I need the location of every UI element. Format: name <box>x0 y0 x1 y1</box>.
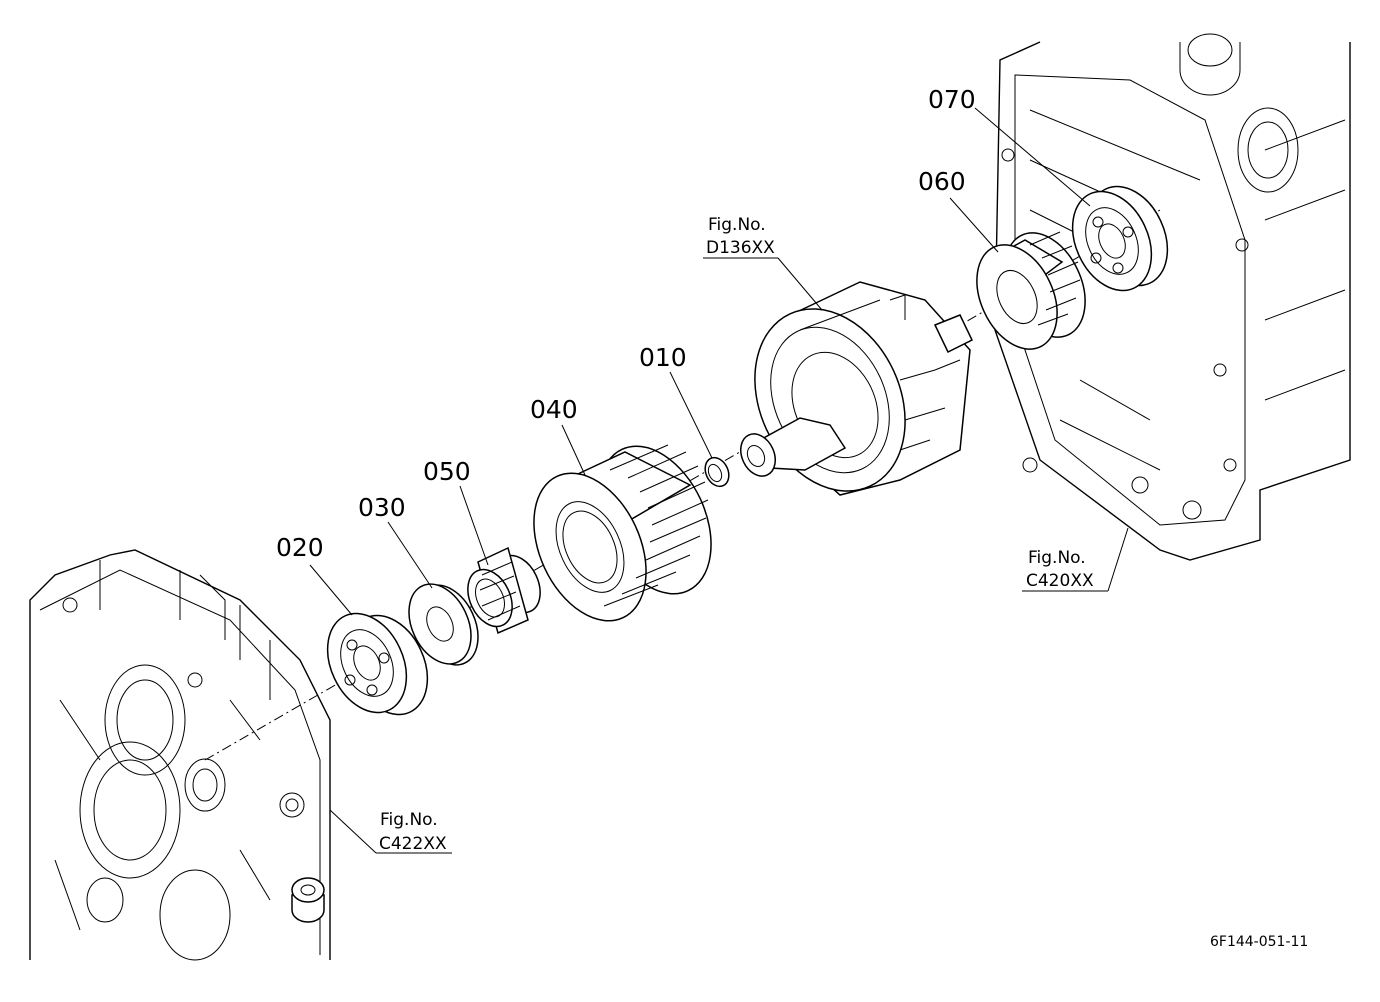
fig-ref-c420-label: Fig.No. <box>1028 548 1086 568</box>
thrust-washer-030 <box>408 583 479 666</box>
ball-bearing-020 <box>326 612 429 716</box>
fig-ref-c422-number: C422XX <box>379 834 447 854</box>
spur-gear-040 <box>533 444 712 622</box>
callout-050: 050 <box>423 457 471 486</box>
snap-ring-010 <box>704 456 730 488</box>
fig-ref-c422-label: Fig.No. <box>380 810 438 830</box>
callout-030: 030 <box>358 493 406 522</box>
small-gear-060 <box>976 231 1086 350</box>
callout-070: 070 <box>928 85 976 114</box>
callout-060: 060 <box>918 167 966 196</box>
callout-020: 020 <box>276 533 324 562</box>
drawing-code: 6F144-051-11 <box>1210 934 1308 950</box>
leader-lines <box>309 107 1129 854</box>
fig-ref-d136-number: D136XX <box>706 238 775 258</box>
right-housing <box>994 33 1351 561</box>
ball-bearing-070 <box>1071 185 1169 292</box>
fig-ref-d136-label: Fig.No. <box>708 215 766 235</box>
fig-ref-c420-number: C420XX <box>1026 571 1094 591</box>
callout-040: 040 <box>530 395 578 424</box>
left-housing <box>29 549 331 961</box>
callout-010: 010 <box>639 343 687 372</box>
needle-bearing-050 <box>467 546 541 635</box>
clutch-assembly <box>740 281 973 496</box>
